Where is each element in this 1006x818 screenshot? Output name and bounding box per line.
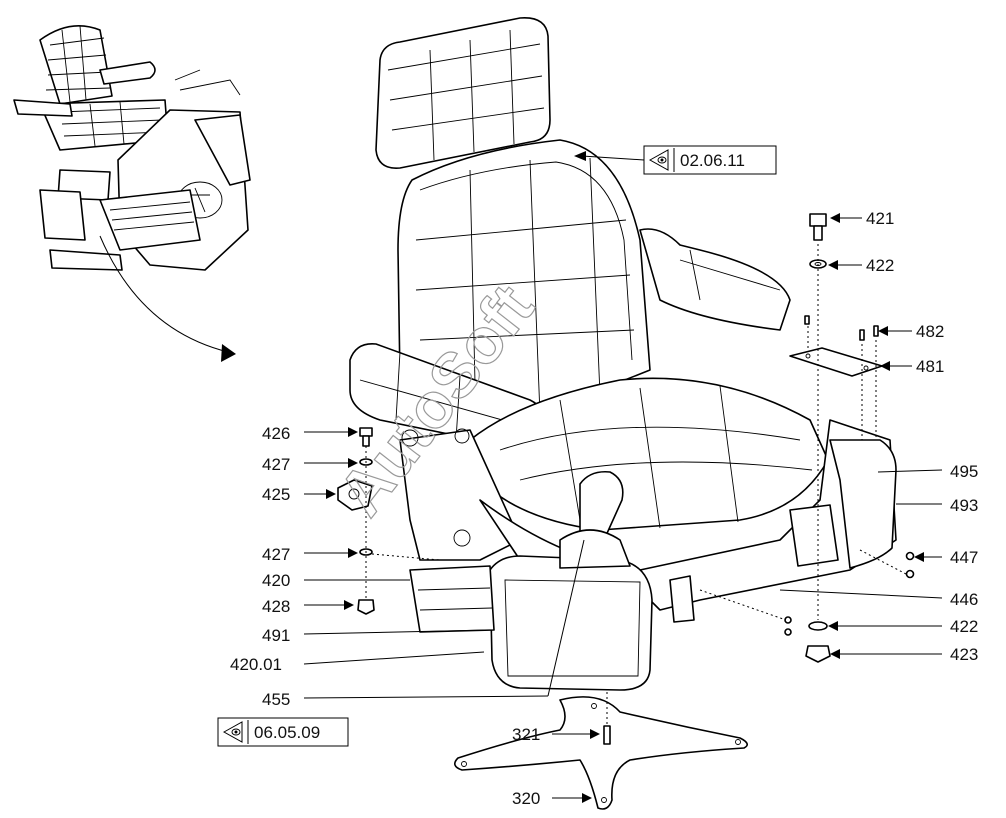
svg-text:427: 427 [262, 545, 290, 564]
callout-481: 481 [880, 357, 944, 376]
callout-427-upper: 427 [262, 455, 358, 474]
callout-420: 420 [262, 571, 410, 590]
callout-320: 320 [512, 789, 592, 808]
callout-422-upper: 422 [828, 256, 894, 275]
svg-text:321: 321 [512, 725, 540, 744]
svg-text:425: 425 [262, 485, 290, 504]
callout-455: 455 [262, 539, 585, 709]
svg-text:426: 426 [262, 424, 290, 443]
reference-box-06-05-09[interactable]: 06.05.09 [217, 717, 349, 747]
reference-box-02-06-11[interactable]: 02.06.11 [643, 145, 777, 175]
svg-text:493: 493 [950, 496, 978, 515]
callout-321: 321 [512, 725, 600, 744]
callout-491: 491 [262, 626, 491, 645]
svg-text:428: 428 [262, 597, 290, 616]
svg-text:320: 320 [512, 789, 540, 808]
svg-text:420.01: 420.01 [230, 655, 282, 674]
svg-text:491: 491 [262, 626, 290, 645]
callout-482: 482 [878, 322, 944, 341]
callout-420-01: 420.01 [230, 651, 485, 674]
cab-overview-illustration [13, 24, 251, 362]
view-eye-icon [222, 721, 243, 743]
svg-text:481: 481 [916, 357, 944, 376]
svg-text:423: 423 [950, 645, 978, 664]
callout-426: 426 [262, 424, 358, 443]
callout-446: 446 [779, 589, 978, 609]
svg-text:420: 420 [262, 571, 290, 590]
callout-422-lower: 422 [828, 617, 978, 636]
callout-425: 425 [262, 485, 336, 504]
svg-text:447: 447 [950, 548, 978, 567]
callout-493: 493 [896, 496, 978, 515]
reference-label: 02.06.11 [680, 151, 745, 170]
callout-495: 495 [877, 462, 978, 481]
callout-423: 423 [830, 645, 978, 664]
callout-421: 421 [830, 209, 894, 228]
svg-text:455: 455 [262, 690, 290, 709]
svg-text:482: 482 [916, 322, 944, 341]
callout-447: 447 [914, 548, 978, 567]
svg-text:427: 427 [262, 455, 290, 474]
svg-text:421: 421 [866, 209, 894, 228]
hardware-parts [337, 213, 915, 810]
reference-label: 06.05.09 [254, 723, 320, 742]
svg-text:446: 446 [950, 590, 978, 609]
svg-text:422: 422 [866, 256, 894, 275]
svg-text:495: 495 [950, 462, 978, 481]
seat-assembly [349, 17, 897, 691]
callout-428: 428 [262, 597, 354, 616]
svg-text:422: 422 [950, 617, 978, 636]
callout-427-lower: 427 [262, 545, 358, 564]
view-eye-icon [648, 149, 669, 171]
